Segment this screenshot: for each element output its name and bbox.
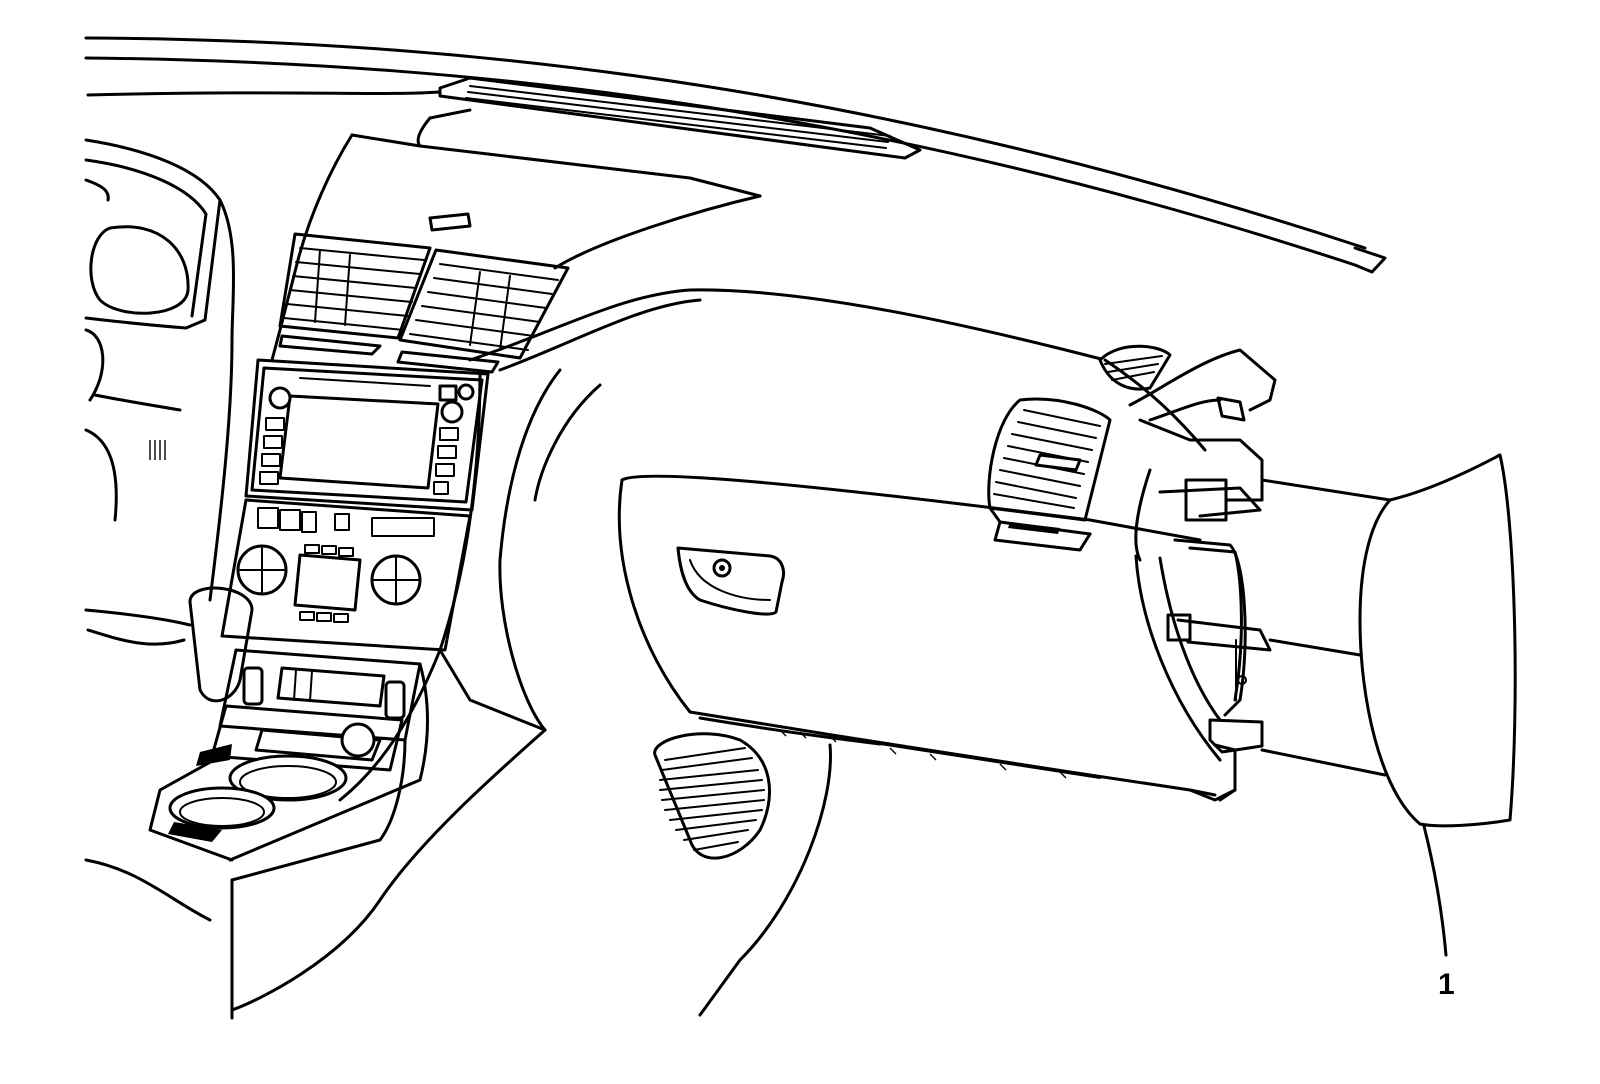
airbag-housing (1103, 348, 1277, 802)
passenger-side-vent (987, 344, 1172, 552)
airbag-module (1260, 453, 1517, 828)
center-console (148, 648, 429, 882)
gear-shifter (86, 586, 254, 703)
radio-head-unit (244, 358, 490, 512)
callout-1-label: 1 (1438, 968, 1455, 1001)
floor-vent (653, 732, 832, 1017)
callout-1-leader (1422, 824, 1448, 957)
center-air-vents (278, 232, 570, 374)
dash-top-edge (84, 36, 1387, 274)
instrument-cluster (84, 138, 236, 627)
defroster-vent (438, 76, 922, 160)
climate-controls (220, 498, 472, 652)
passenger-dash-panel (84, 288, 1107, 1020)
center-hood (270, 108, 762, 362)
glove-box (617, 474, 1217, 797)
